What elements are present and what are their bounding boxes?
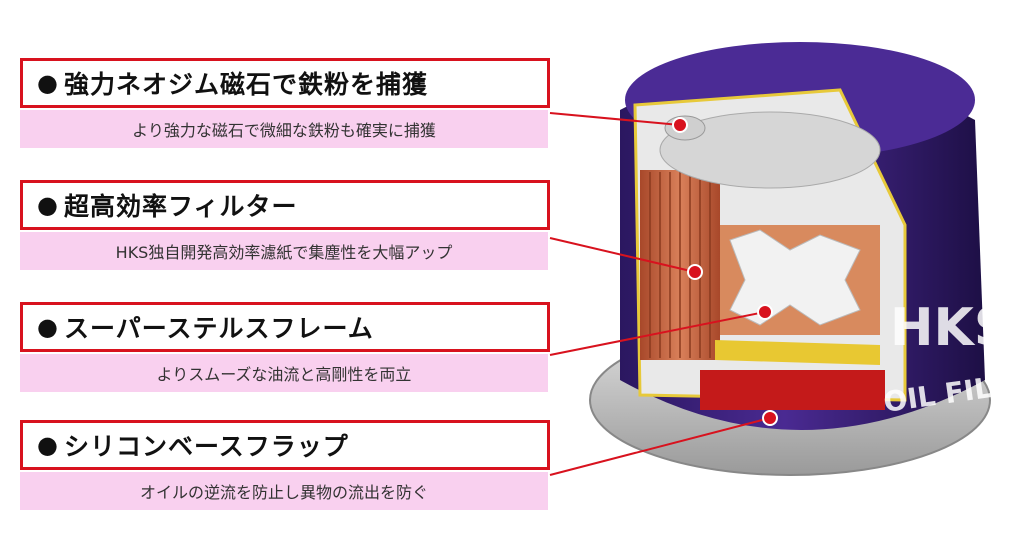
feature-high-efficiency-filter: ● 超高効率フィルター HKS独自開発高効率濾紙で集塵性を大幅アップ (20, 180, 550, 270)
feature-title: 超高効率フィルター (63, 192, 298, 221)
feature-title: シリコンベースフラップ (63, 432, 349, 461)
feature-silicone-base-flap: ● シリコンベースフラップ オイルの逆流を防止し異物の流出を防ぐ (20, 420, 550, 510)
bullet: ● (37, 431, 58, 459)
yellow-fins (715, 340, 880, 365)
leader-line-1 (549, 112, 681, 126)
brand-text: HKS (890, 298, 1011, 358)
feature-title-box: ● 強力ネオジム磁石で鉄粉を捕獲 (20, 58, 550, 108)
feature-title-box: ● シリコンベースフラップ (20, 420, 550, 470)
bullet: ● (37, 69, 58, 97)
feature-title-box: ● 超高効率フィルター (20, 180, 550, 230)
leader-dot-1 (672, 117, 688, 133)
bullet: ● (37, 191, 58, 219)
feature-neodymium-magnet: ● 強力ネオジム磁石で鉄粉を捕獲 より強力な磁石で微細な鉄粉も確実に捕獲 (20, 58, 550, 148)
silicone-flap (700, 370, 885, 410)
feature-title: 強力ネオジム磁石で鉄粉を捕獲 (63, 70, 428, 99)
leader-line-4 (549, 417, 771, 476)
feature-title-box: ● スーパーステルスフレーム (20, 302, 550, 352)
leader-dot-2 (687, 264, 703, 280)
feature-description: より強力な磁石で微細な鉄粉も確実に捕獲 (20, 110, 548, 148)
leader-dot-3 (757, 304, 773, 320)
leader-dot-4 (762, 410, 778, 426)
leader-line-2 (549, 237, 696, 273)
feature-title: スーパーステルスフレーム (63, 314, 374, 343)
top-cap (659, 111, 881, 189)
bullet: ● (37, 313, 58, 341)
feature-super-stealth-frame: ● スーパーステルスフレーム よりスムーズな油流と高剛性を両立 (20, 302, 550, 392)
feature-description: よりスムーズな油流と高剛性を両立 (20, 354, 548, 392)
stealth-frame (729, 229, 861, 326)
feature-description: HKS独自開発高効率濾紙で集塵性を大幅アップ (20, 232, 548, 270)
filter-pleats (649, 172, 711, 358)
feature-description: オイルの逆流を防止し異物の流出を防ぐ (20, 472, 548, 510)
leader-line-3 (549, 311, 766, 356)
